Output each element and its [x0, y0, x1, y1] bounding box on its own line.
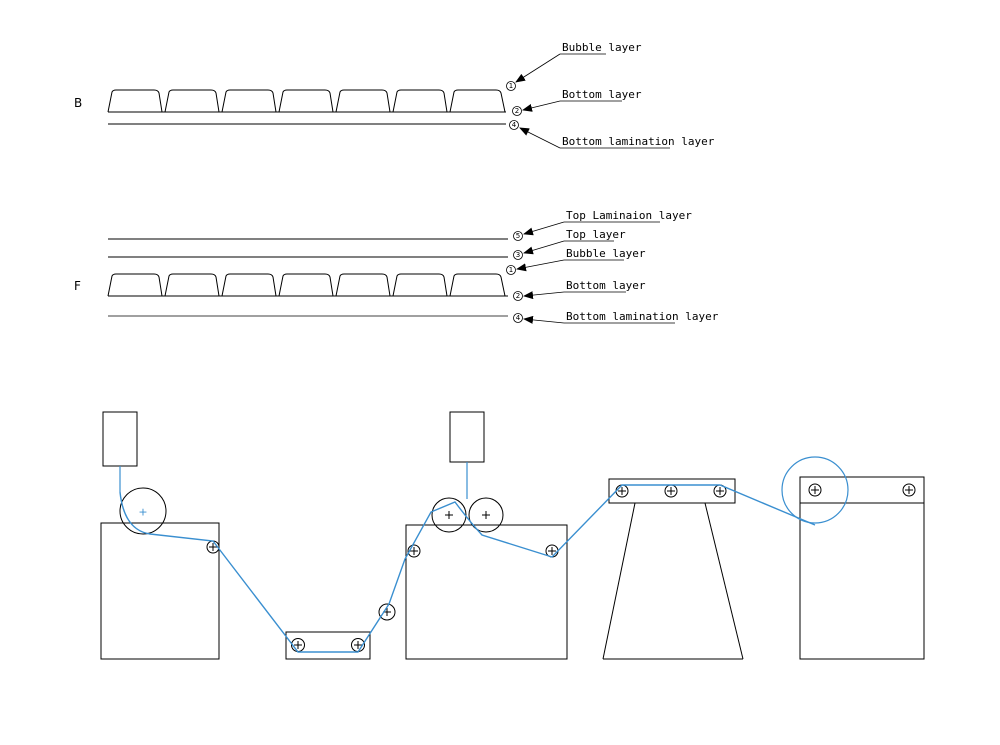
lamination-roller-right	[468, 497, 504, 533]
forming-roller-1	[119, 487, 167, 535]
machine-2-body	[405, 524, 568, 660]
section-b-diagram: B 1 Bubble layer 2 Bottom layer	[74, 41, 715, 149]
section-f-diagram: F 5 Top Laminaion layer 3 To	[74, 209, 719, 324]
callout-top-layer-f: 3 Top layer	[513, 228, 626, 260]
label-bottom-layer-b: Bottom layer	[562, 88, 642, 101]
callout-bottom-layer-f: 2 Bottom layer	[513, 279, 646, 301]
bubble-layer-b	[107, 89, 506, 113]
guide-roller-2	[407, 544, 421, 558]
svg-text:3: 3	[516, 251, 520, 259]
lift-roller	[378, 603, 396, 621]
callout-bubble-layer-b: 1 Bubble layer	[506, 41, 642, 91]
production-line: +	[100, 411, 925, 660]
extruder-2-die	[449, 411, 485, 463]
tower-stand	[602, 478, 744, 660]
callout-bottom-lamination-layer-f: 4 Bottom lamination layer	[513, 310, 719, 324]
label-top-lamination-layer-f: Top Laminaion layer	[566, 209, 692, 222]
section-f-mark: F	[74, 279, 81, 293]
svg-text:1: 1	[509, 82, 513, 90]
svg-text:4: 4	[512, 121, 517, 129]
winder-roller-2	[902, 483, 916, 497]
cooling-tray	[285, 603, 396, 660]
bubble-layer-f	[107, 273, 506, 297]
extruder-2	[405, 411, 568, 660]
callout-bubble-layer-f: 1 Bubble layer	[506, 247, 646, 275]
machine-1-body	[100, 522, 220, 660]
svg-text:5: 5	[516, 232, 520, 240]
label-bubble-layer-b: Bubble layer	[562, 41, 642, 54]
callout-bottom-layer-b: 2 Bottom layer	[512, 88, 642, 116]
tower-roller-1	[615, 484, 629, 498]
callout-top-lamination-layer-f: 5 Top Laminaion layer	[513, 209, 692, 241]
svg-text:2: 2	[515, 107, 519, 115]
winder-roller-1	[808, 483, 822, 497]
film-path	[119, 484, 816, 653]
extruder-1: +	[100, 411, 220, 660]
tower-roller-2	[664, 484, 678, 498]
winder	[781, 456, 925, 660]
label-bottom-layer-f: Bottom layer	[566, 279, 646, 292]
product-roll	[781, 456, 849, 524]
svg-text:4: 4	[516, 314, 521, 322]
extruder-1-die	[102, 411, 138, 467]
section-b-mark: B	[74, 96, 82, 110]
lamination-roller-left	[431, 497, 467, 533]
label-top-layer-f: Top layer	[566, 228, 626, 241]
label-bottom-lamination-layer-b: Bottom lamination layer	[562, 135, 715, 148]
label-bubble-layer-f: Bubble layer	[566, 247, 646, 260]
svg-text:+: +	[138, 506, 147, 519]
callout-bottom-lamination-layer-b: 4 Bottom lamination layer	[509, 120, 715, 149]
svg-text:1: 1	[509, 266, 513, 274]
label-bottom-lamination-layer-f: Bottom lamination layer	[566, 310, 719, 323]
svg-text:2: 2	[516, 292, 520, 300]
